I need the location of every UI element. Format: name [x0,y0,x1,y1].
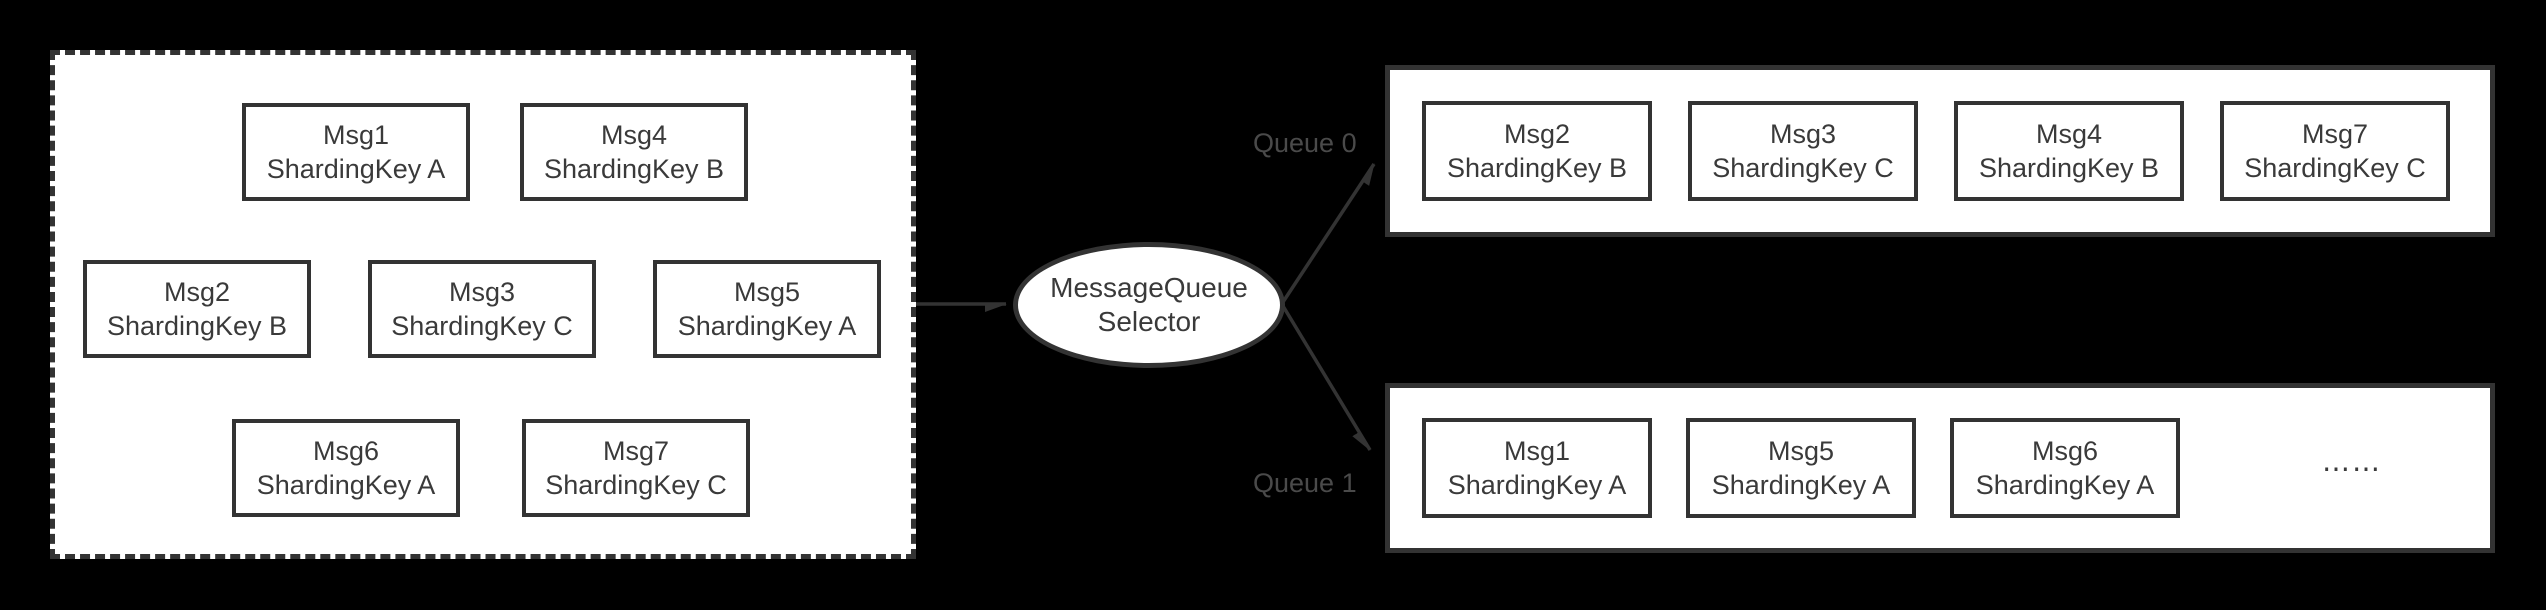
message-sharding-key: ShardingKey B [106,311,288,341]
message-id: Msg5 [1767,436,1835,466]
producer-message-pool: Msg1 ShardingKey A Msg4 ShardingKey B Ms… [50,50,916,559]
message-id: Msg3 [1769,119,1837,149]
message-sharding-key: ShardingKey A [1447,470,1627,500]
message-id: Msg6 [312,436,380,466]
message-box-msg6: Msg6 ShardingKey A [232,419,460,517]
queue-0-label: Queue 0 [1253,128,1357,158]
message-sharding-key: ShardingKey A [266,154,446,184]
message-sharding-key: ShardingKey A [1711,470,1891,500]
selector-title-line1: MessageQueue [1050,272,1248,303]
message-id: Msg6 [2031,436,2099,466]
message-id: Msg2 [163,277,231,307]
arrow-selector-to-queue1 [1281,305,1372,451]
queue1-message-box-msg5: Msg5 ShardingKey A [1686,418,1916,518]
message-id: Msg7 [2301,119,2369,149]
message-sharding-key: ShardingKey C [1712,153,1894,183]
message-box-msg2: Msg2 ShardingKey B [83,260,311,358]
queue0-message-box-msg4: Msg4 ShardingKey B [1954,101,2184,201]
queue-1-label: Queue 1 [1253,468,1357,498]
queue0-message-box-msg3: Msg3 ShardingKey C [1688,101,1918,201]
message-sharding-key: ShardingKey C [391,311,573,341]
message-box-msg1: Msg1 ShardingKey A [242,103,470,201]
queue0-message-box-msg7: Msg7 ShardingKey C [2220,101,2450,201]
queue-0-box: Msg2 ShardingKey B Msg3 ShardingKey C Ms… [1385,65,2495,237]
message-box-msg7: Msg7 ShardingKey C [522,419,750,517]
message-sharding-key: ShardingKey B [1978,153,2160,183]
message-id: Msg2 [1503,119,1571,149]
message-id: Msg1 [322,120,390,150]
message-sharding-key: ShardingKey B [543,154,725,184]
queue1-message-box-msg6: Msg6 ShardingKey A [1950,418,2180,518]
message-box-msg5: Msg5 ShardingKey A [653,260,881,358]
more-messages-ellipsis: ⋯⋯ [2322,452,2382,484]
message-id: Msg5 [733,277,801,307]
message-id: Msg3 [448,277,516,307]
queue1-message-box-msg1: Msg1 ShardingKey A [1422,418,1652,518]
message-id: Msg4 [600,120,668,150]
message-id: Msg1 [1503,436,1571,466]
message-sharding-key: ShardingKey A [677,311,857,341]
message-id: Msg7 [602,436,670,466]
arrow-selector-to-queue0 [1281,163,1376,303]
selector-title-line2: Selector [1097,306,1201,337]
message-box-msg4: Msg4 ShardingKey B [520,103,748,201]
message-sharding-key: ShardingKey C [2244,153,2426,183]
queue0-message-box-msg2: Msg2 ShardingKey B [1422,101,1652,201]
message-sharding-key: ShardingKey C [545,470,727,500]
message-id: Msg4 [2035,119,2103,149]
queue-1-box: Msg1 ShardingKey A Msg5 ShardingKey A Ms… [1385,383,2495,553]
message-sharding-key: ShardingKey A [1975,470,2155,500]
message-queue-selector-node: MessageQueue Selector [1013,242,1285,368]
message-box-msg3: Msg3 ShardingKey C [368,260,596,358]
message-sharding-key: ShardingKey A [256,470,436,500]
message-sharding-key: ShardingKey B [1446,153,1628,183]
